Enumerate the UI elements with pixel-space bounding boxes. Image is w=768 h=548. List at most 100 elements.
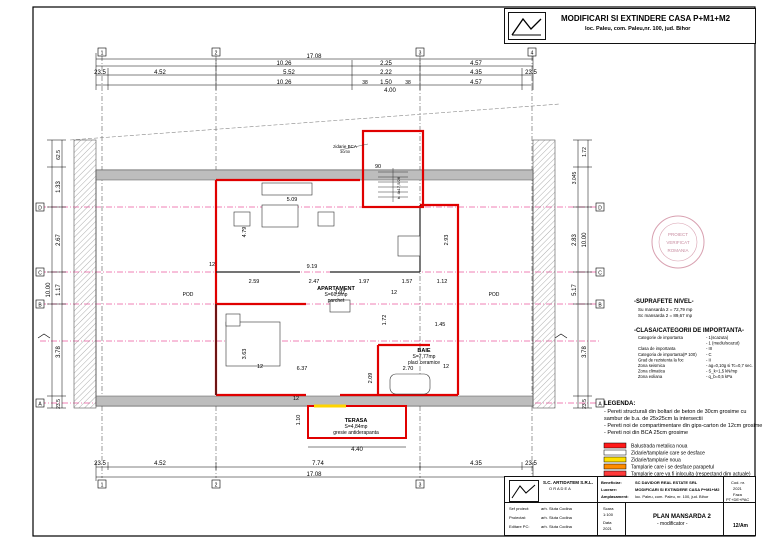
svg-text:12: 12 [257,364,263,370]
svg-text:4.35: 4.35 [470,461,482,467]
dim-top-3d: 38 [405,80,411,86]
svg-text:12: 12 [391,290,397,296]
legend-swatch-label: Balustrada metalica noua [631,444,688,450]
svg-text:3: 3 [419,51,422,57]
svg-text:9.19: 9.19 [307,264,318,270]
pod-left: POD [183,292,194,298]
project-title: MODIFICARI SI EXTINDERE CASA P+M1+M2 [561,14,731,23]
importance-row-label: Zona climatica [638,369,666,374]
svg-text:- Pereti noi din BCA 25cm gros: - Pereti noi din BCA 25cm grosime [604,430,688,436]
partition-walls [215,205,421,395]
roof-ridge-line [69,103,561,141]
svg-text:23.5: 23.5 [94,461,106,467]
terrace-name: TERASA [345,418,368,424]
legend-swatch [603,456,627,463]
plan-title: PLAN MANSARDA 2 [653,514,711,520]
svg-text:C: C [598,271,602,277]
svg-text:2.59: 2.59 [249,279,260,285]
right-dimension-chain [573,139,592,409]
svg-text:2.70: 2.70 [403,366,414,372]
dim-top-3c: 1.50 [380,80,392,86]
svg-text:1.97: 1.97 [335,290,346,296]
importance-row-label: Zona eoliana [638,374,663,379]
importance-row-value: - 1(scazuta) [706,335,729,340]
dim-top-1a: 10.26 [276,61,292,67]
svg-text:1.10: 1.10 [296,415,302,426]
verification-stamp: PROIECT VERIFICAT ROMANIA [651,215,705,269]
svg-text:23.5: 23.5 [56,399,62,409]
svg-text:62.5: 62.5 [56,150,62,160]
importance-row-label: Clasa de importanta [638,346,676,351]
svg-text:2: 2 [215,483,218,489]
surfaces-title: -SUPRAFETE NIVEL- [634,299,694,305]
svg-text:sambur de b.a. de 25x25cm la i: sambur de b.a. de 25x25cm la intersectii [604,416,703,422]
svg-text:2.47: 2.47 [309,279,320,285]
svg-text:2.09: 2.09 [368,373,374,384]
bottom-title-block: S.C. ARTIDATEM S.R.L. O R A D E A Benefi… [504,476,756,536]
chimney-stair-block [361,129,425,209]
svg-text:1.72: 1.72 [382,315,388,326]
company-name: S.C. ARTIDATEM S.R.L. [543,480,593,485]
svg-text:5.09: 5.09 [287,197,298,203]
dim-top-1c: 4.57 [470,61,482,67]
dim-top-1b: 2.25 [380,61,392,67]
top-dimension-chains [95,53,534,90]
dim-bottom-total: 17.08 [306,472,322,478]
svg-text:4: 4 [531,51,534,57]
dim-bottom-mid: 4.40 [351,447,363,453]
chimney-label: zidarie BCA [333,144,357,149]
svg-text:1.33: 1.33 [56,181,62,193]
attic-outline [95,169,534,407]
svg-text:A: A [38,402,42,408]
cod-value: 2021 [733,486,742,491]
plansa-number: 12/Am [733,523,749,529]
svg-text:4.52: 4.52 [154,461,166,467]
svg-text:23.5: 23.5 [525,461,537,467]
importance-title: -CLASA/CATEGORII DE IMPORTANTA- [634,328,744,334]
importance-row-label: Zona seismica [638,363,666,368]
scara-value: 1:100 [603,512,614,517]
legend-swatch [603,442,627,449]
legend-swatch-label: Zidarie/tamplarie care se desface [631,451,705,457]
svg-text:ROMANIA: ROMANIA [667,248,688,253]
legend-swatch-label: Tamplarie care i se desface parapetul [631,465,714,471]
svg-text:3.045: 3.045 [572,172,578,185]
beneficiar-value: SC DAVIDOR REAL ESTATE SRL [635,480,698,485]
importance-row-value: - q_b=0,5 kPa [706,374,733,379]
legend-title: LEGENDA: [604,401,635,407]
pod-right: POD [489,292,500,298]
left-hatched-wall [73,139,97,409]
dim-top-2a: 23.5 [94,70,106,76]
bottom-axis-markers: 1 2 3 4 [97,479,537,489]
svg-text:23.5: 23.5 [582,399,588,409]
svg-text:5.17: 5.17 [572,284,578,296]
stair-label: tr. 4x17,5/26 [396,176,401,199]
right-hatched-wall [532,139,556,409]
svg-text:2.93: 2.93 [444,235,450,246]
dim-top-2b: 4.52 [154,70,166,76]
legend-swatch [603,449,627,456]
svg-text:D: D [38,206,42,212]
importance-row-label: Grad de rezistenta la foc [638,357,684,362]
dim-left-total: 10.00 [46,282,52,298]
importance-row-value: - 1 (mediu/scazut) [706,341,740,346]
bottom-dimension-chain [95,462,534,481]
dim-top-3e: 4.57 [470,80,482,86]
importance-row-value: - ag=0,10g si Tc=0,7 sec. [706,363,753,368]
svg-text:1: 1 [101,51,104,57]
horizontal-grid-axes [40,206,600,404]
svg-text:A: A [598,402,602,408]
svg-text:3.78: 3.78 [582,346,588,358]
svg-text:3.63: 3.63 [242,349,248,360]
svg-text:1.17: 1.17 [56,284,62,296]
svg-text:2.83: 2.83 [572,234,578,246]
chimney-sub: 30/30 [340,149,351,154]
svg-text:B: B [38,303,42,309]
svg-text:D: D [598,206,602,212]
amplasament-value: loc. Paleu, com. Paleu, nr. 100, jud. Bi… [635,494,709,499]
svg-text:12: 12 [209,262,215,268]
importance-row-value: - II [706,357,711,362]
stair-treads [378,168,408,202]
svg-text:1.72: 1.72 [582,147,588,157]
